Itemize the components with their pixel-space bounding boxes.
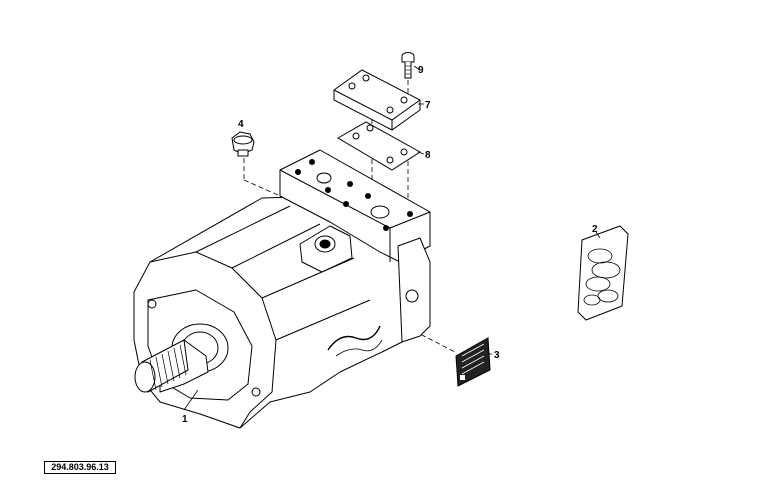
leader-lines — [183, 65, 601, 411]
cover-plate — [333, 69, 421, 131]
identification-plate — [455, 337, 491, 387]
gasket — [337, 121, 421, 171]
callout-breather-plug: 4 — [238, 119, 244, 130]
callout-identification-plate: 3 — [494, 350, 500, 361]
callout-seal-kit: 2 — [592, 224, 598, 235]
drawing-number-label: 294.803.96.13 — [44, 461, 116, 474]
callout-hydraulic-motor: 1 — [182, 414, 188, 425]
callout-gasket: 8 — [425, 150, 431, 161]
hydraulic-motor — [133, 149, 431, 429]
callout-cover-plate: 7 — [425, 100, 431, 111]
callout-screw: 9 — [418, 65, 424, 76]
breather-plug — [231, 131, 255, 157]
screw — [401, 52, 415, 79]
seal-kit-bag — [577, 225, 629, 321]
